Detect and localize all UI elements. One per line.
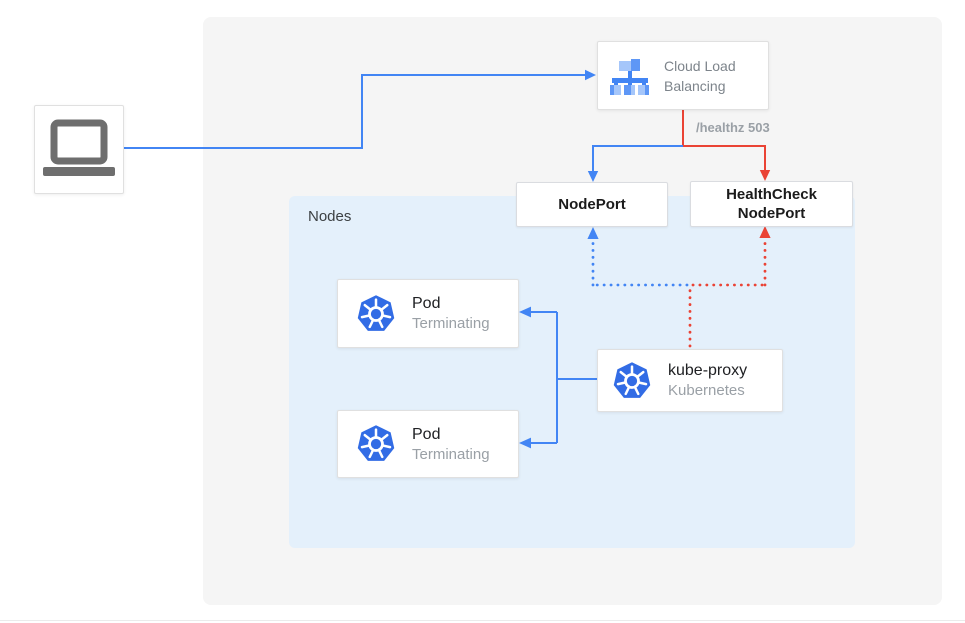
- nodes-label: Nodes: [308, 208, 352, 225]
- client-device-card: [34, 105, 124, 194]
- healthcheck-nodeport-label-line2: NodePort: [737, 205, 806, 222]
- kube-proxy-subtitle: Kubernetes: [668, 382, 745, 399]
- cloud-load-balancing-label: Cloud Load Balancing: [664, 57, 736, 94]
- kubernetes-icon: [357, 294, 395, 331]
- kubernetes-icon: [357, 425, 395, 461]
- healthz-503-label: /healthz 503: [696, 120, 770, 135]
- laptop-icon: [43, 119, 115, 176]
- healthcheck-nodeport-label-line1: HealthCheck: [726, 186, 817, 203]
- pod-status: Terminating: [412, 445, 490, 463]
- kubernetes-icon: [613, 361, 651, 398]
- pod-card: Pod Terminating: [337, 279, 519, 348]
- pod-status: Terminating: [412, 315, 490, 332]
- pod-title: Pod: [412, 425, 441, 443]
- nodeport-label: NodePort: [558, 196, 626, 213]
- page-bottom-divider: [0, 620, 965, 621]
- pod-title: Pod: [412, 295, 441, 312]
- cloud-load-balancing-icon: [610, 58, 649, 95]
- kube-proxy-card: kube-proxy Kubernetes: [597, 349, 783, 412]
- pod-card: Pod Terminating: [337, 410, 519, 478]
- kube-proxy-title: kube-proxy: [668, 362, 748, 379]
- nodeport-box: NodePort: [516, 182, 668, 227]
- healthcheck-nodeport-box: HealthCheck NodePort: [690, 181, 853, 227]
- cloud-load-balancing-card: Cloud Load Balancing: [597, 41, 769, 110]
